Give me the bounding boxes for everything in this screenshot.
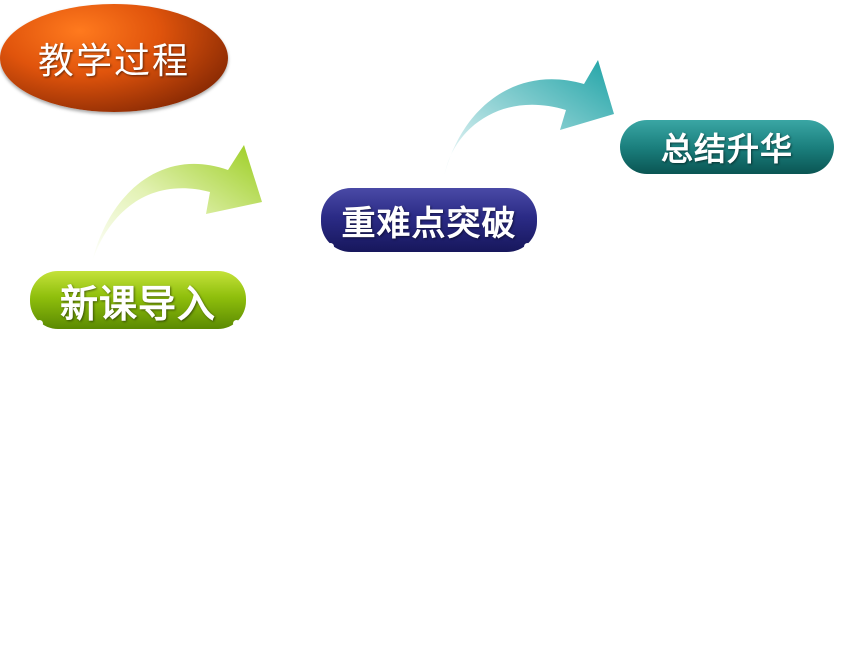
corner-dot	[327, 243, 334, 250]
corner-dot	[36, 320, 43, 327]
curved-arrow-1	[92, 145, 262, 262]
curved-arrow-2	[444, 60, 614, 177]
title-label: 教学过程	[37, 41, 190, 82]
corner-dot	[233, 320, 240, 327]
step-label: 新课导入	[59, 281, 216, 326]
corner-dot	[524, 243, 531, 250]
step-new-lesson-intro: 新课导入	[30, 271, 246, 329]
step-key-difficulties: 重难点突破	[321, 188, 537, 252]
step-label: 总结升华	[660, 130, 793, 168]
step-summary: 总结升华	[620, 120, 834, 174]
title-oval: 教学过程	[0, 4, 228, 112]
step-label: 重难点突破	[341, 203, 517, 244]
